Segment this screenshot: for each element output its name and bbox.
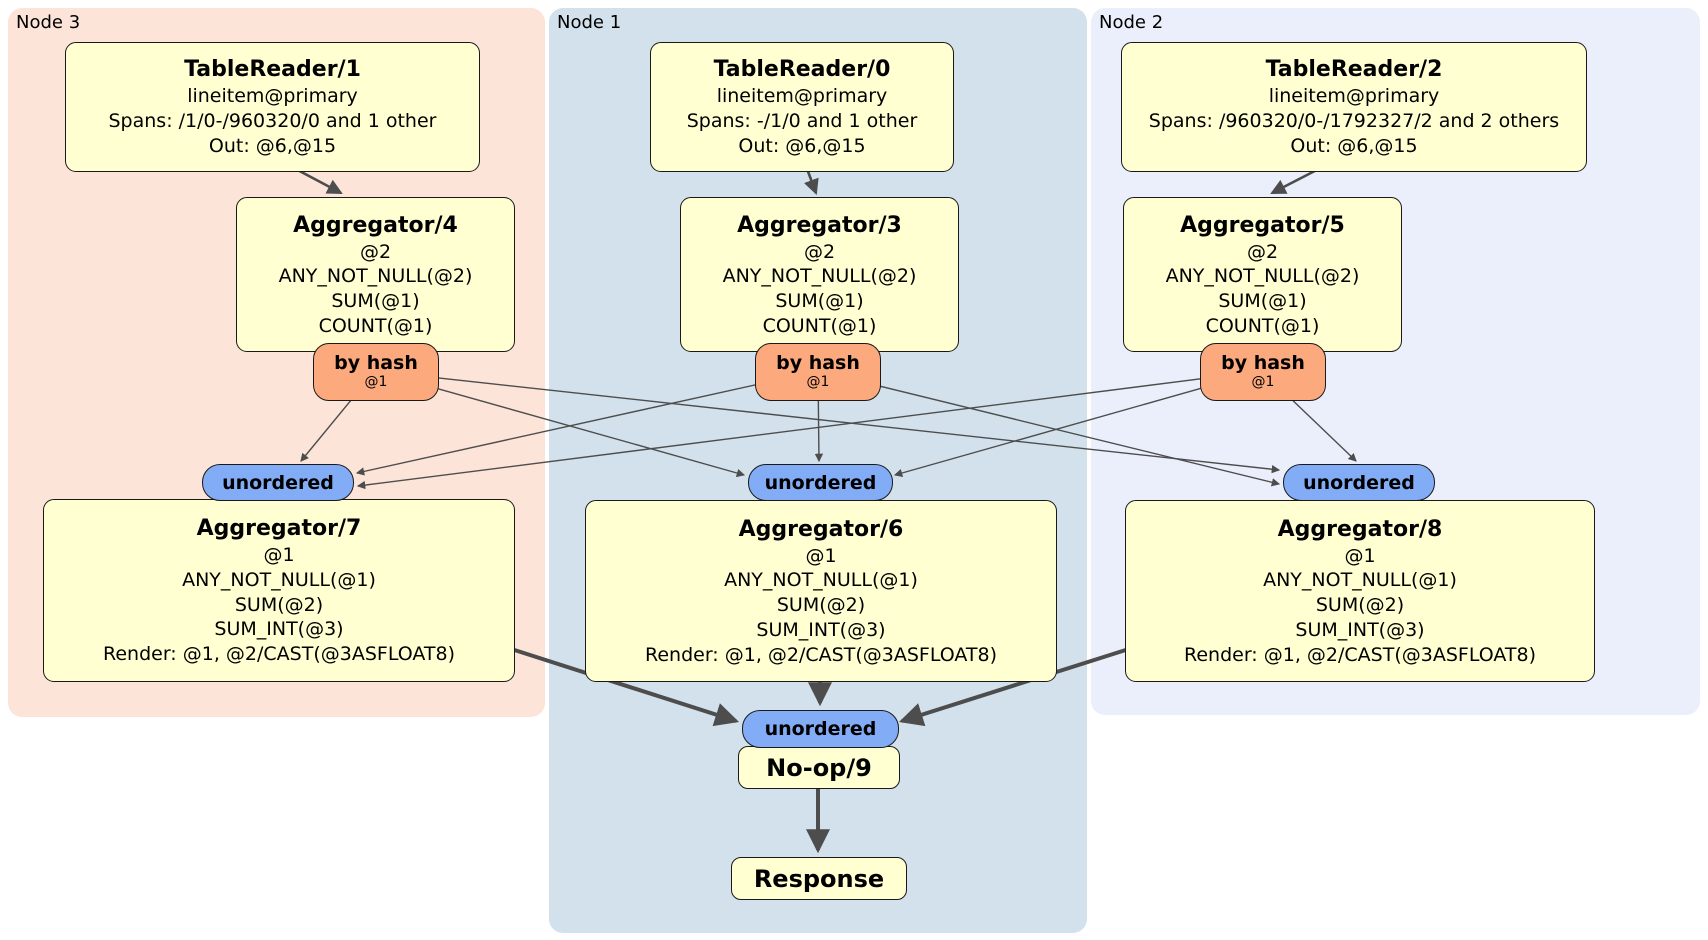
aggregator-5-node: Aggregator/5 @2 ANY_NOT_NULL(@2) SUM(@1)… <box>1123 197 1402 352</box>
sync-unordered-middle: unordered <box>748 464 893 501</box>
aggregator-8-node: Aggregator/8 @1 ANY_NOT_NULL(@1) SUM(@2)… <box>1125 500 1595 682</box>
aggregator-6-group: @1 <box>805 544 837 567</box>
aggregator-6-fn3: SUM_INT(@3) <box>756 618 886 641</box>
aggregator-7-render: Render: @1, @2/CAST(@3ASFLOAT8) <box>103 643 455 666</box>
aggregator-5-fn3: COUNT(@1) <box>1205 314 1320 337</box>
tablereader-2-node: TableReader/2 lineitem@primary Spans: /9… <box>1121 42 1587 172</box>
aggregator-8-fn2: SUM(@2) <box>1315 594 1405 617</box>
aggregator-3-fn3: COUNT(@1) <box>762 314 877 337</box>
aggregator-6-title: Aggregator/6 <box>738 516 904 542</box>
aggregator-3-group: @2 <box>803 240 836 263</box>
aggregator-8-render: Render: @1, @2/CAST(@3ASFLOAT8) <box>1184 643 1536 666</box>
noop-9-node: No-op/9 <box>738 746 900 789</box>
response-node: Response <box>731 857 907 900</box>
tablereader-1-title: TableReader/1 <box>184 57 361 83</box>
sync-unordered-right: unordered <box>1283 464 1435 501</box>
tablereader-1-spans: Spans: /1/0-/960320/0 and 1 other <box>108 110 437 133</box>
aggregator-6-fn1: ANY_NOT_NULL(@1) <box>724 569 918 592</box>
aggregator-8-fn1: ANY_NOT_NULL(@1) <box>1263 569 1457 592</box>
aggregator-3-fn2: SUM(@1) <box>775 290 864 313</box>
tablereader-2-index: lineitem@primary <box>1268 85 1440 108</box>
aggregator-5-fn2: SUM(@1) <box>1218 290 1307 313</box>
aggregator-8-fn3: SUM_INT(@3) <box>1295 618 1425 641</box>
router-4-detail: @1 <box>364 374 388 391</box>
router-by-hash-5: by hash @1 <box>1200 343 1326 401</box>
aggregator-8-title: Aggregator/8 <box>1277 516 1443 542</box>
router-5-label: by hash <box>1221 352 1305 375</box>
aggregator-4-fn1: ANY_NOT_NULL(@2) <box>278 265 473 288</box>
router-by-hash-4: by hash @1 <box>313 343 439 401</box>
router-3-detail: @1 <box>806 374 830 391</box>
node1-region-label: Node 1 <box>557 12 622 33</box>
tablereader-0-out: Out: @6,@15 <box>738 134 866 157</box>
aggregator-4-fn2: SUM(@1) <box>331 290 420 313</box>
router-4-label: by hash <box>334 352 418 375</box>
tablereader-1-index: lineitem@primary <box>187 85 358 108</box>
aggregator-4-fn3: COUNT(@1) <box>318 314 433 337</box>
aggregator-6-node: Aggregator/6 @1 ANY_NOT_NULL(@1) SUM(@2)… <box>585 500 1057 682</box>
aggregator-7-fn3: SUM_INT(@3) <box>214 618 344 641</box>
router-3-label: by hash <box>776 352 860 375</box>
tablereader-2-spans: Spans: /960320/0-/1792327/2 and 2 others <box>1148 110 1560 133</box>
aggregator-5-fn1: ANY_NOT_NULL(@2) <box>1165 265 1360 288</box>
aggregator-6-fn2: SUM(@2) <box>776 594 866 617</box>
aggregator-5-group: @2 <box>1246 240 1279 263</box>
tablereader-2-title: TableReader/2 <box>1265 57 1443 83</box>
aggregator-3-fn1: ANY_NOT_NULL(@2) <box>722 265 917 288</box>
aggregator-4-title: Aggregator/4 <box>293 212 458 238</box>
aggregator-4-group: @2 <box>359 240 392 263</box>
aggregator-7-group: @1 <box>263 544 295 567</box>
sync-unordered-left: unordered <box>202 464 354 501</box>
node2-region-label: Node 2 <box>1099 12 1164 33</box>
aggregator-5-title: Aggregator/5 <box>1180 212 1345 238</box>
aggregator-7-fn2: SUM(@2) <box>234 593 324 616</box>
aggregator-4-node: Aggregator/4 @2 ANY_NOT_NULL(@2) SUM(@1)… <box>236 197 515 352</box>
aggregator-7-fn1: ANY_NOT_NULL(@1) <box>182 568 376 591</box>
tablereader-1-out: Out: @6,@15 <box>208 134 337 157</box>
sync-unordered-final: unordered <box>742 710 899 748</box>
aggregator-7-node: Aggregator/7 @1 ANY_NOT_NULL(@1) SUM(@2)… <box>43 499 515 682</box>
aggregator-7-title: Aggregator/7 <box>196 516 362 542</box>
router-5-detail: @1 <box>1251 374 1275 391</box>
aggregator-6-render: Render: @1, @2/CAST(@3ASFLOAT8) <box>645 643 997 666</box>
tablereader-0-title: TableReader/0 <box>713 57 891 83</box>
node3-region-label: Node 3 <box>16 12 81 33</box>
tablereader-1-node: TableReader/1 lineitem@primary Spans: /1… <box>65 42 480 172</box>
router-by-hash-3: by hash @1 <box>755 343 881 401</box>
tablereader-0-index: lineitem@primary <box>716 85 888 108</box>
aggregator-3-title: Aggregator/3 <box>737 212 902 238</box>
tablereader-0-node: TableReader/0 lineitem@primary Spans: -/… <box>650 42 954 172</box>
tablereader-0-spans: Spans: -/1/0 and 1 other <box>686 110 918 133</box>
aggregator-8-group: @1 <box>1344 544 1376 567</box>
aggregator-3-node: Aggregator/3 @2 ANY_NOT_NULL(@2) SUM(@1)… <box>680 197 959 352</box>
tablereader-2-out: Out: @6,@15 <box>1290 134 1418 157</box>
